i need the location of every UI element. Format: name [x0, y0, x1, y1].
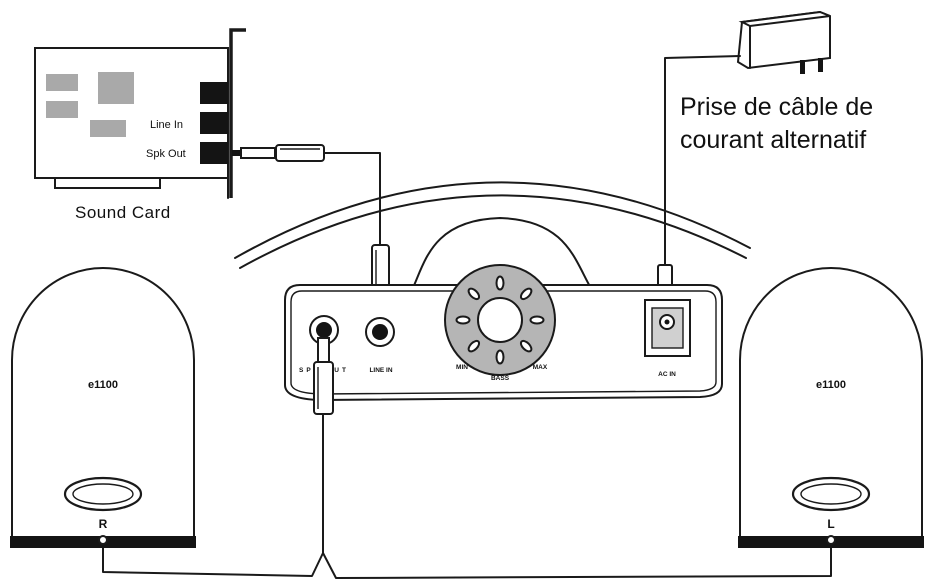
- bass-label: BASS: [491, 375, 510, 382]
- plug-body: [275, 144, 325, 162]
- plug-tip: [232, 150, 241, 156]
- speaker-handle-inner: [800, 483, 862, 505]
- chip: [90, 120, 126, 137]
- chip: [46, 101, 78, 118]
- line-in-label: Line In: [150, 119, 183, 131]
- knob-marker: [495, 349, 505, 365]
- arc-inner: [239, 194, 747, 269]
- base-unit: SPK OUT LINE IN MIN BASS MAX AC IN: [284, 216, 723, 402]
- knob-marker: [467, 287, 481, 301]
- plug-shaft: [240, 147, 276, 159]
- speaker-handle-inner: [72, 483, 134, 505]
- sound-card-jack-spk-out: [200, 142, 228, 164]
- knob-marker: [467, 339, 481, 353]
- ac-adapter-prong: [818, 58, 823, 72]
- chip: [46, 74, 78, 91]
- left-speaker: e1100 R: [10, 267, 196, 548]
- plug-shaft: [317, 337, 330, 363]
- speaker-body: [11, 267, 195, 541]
- speaker-connector: [826, 535, 836, 545]
- speaker-handle-outer: [63, 476, 143, 512]
- ac-adapter-prong: [800, 60, 805, 74]
- power-label-line1: Prise de câble de: [680, 93, 873, 121]
- ac-in-label: AC IN: [658, 371, 676, 378]
- ac-adapter-face: [738, 10, 831, 28]
- cable-to-right-speaker: [322, 543, 832, 579]
- ac-in-jack-pin: [664, 319, 670, 325]
- ac-adapter: Prise de câble de courant alternatif: [657, 10, 873, 305]
- min-label: MIN: [456, 364, 468, 371]
- base-line-in-label: LINE IN: [369, 367, 392, 374]
- spk-out-jack-inner: [316, 322, 332, 338]
- sound-card-jack-line-in: [200, 112, 228, 134]
- knob-marker: [455, 315, 471, 325]
- knob-marker: [529, 315, 545, 325]
- speaker-model: e1100: [816, 379, 846, 391]
- sound-card-jack: [200, 82, 228, 104]
- cable-to-left-speaker: [102, 543, 324, 577]
- speaker-cable: [102, 337, 832, 579]
- sound-card: Line In Spk Out Sound Card: [34, 28, 246, 222]
- arc-band: [234, 181, 751, 269]
- power-label-line2: courant alternatif: [680, 126, 866, 154]
- knob-marker: [519, 287, 533, 301]
- base-hump: [410, 216, 594, 291]
- speaker-handle-outer: [791, 476, 871, 512]
- base-body-inner: [290, 290, 717, 395]
- right-speaker: e1100 L: [738, 267, 924, 548]
- arc-outer: [234, 181, 751, 259]
- line-in-jack-inner: [372, 324, 388, 340]
- chip: [98, 72, 134, 104]
- sound-card-bracket: [229, 28, 246, 198]
- bass-knob: [444, 264, 556, 376]
- speaker-channel: R: [99, 517, 108, 531]
- speaker-body: [739, 267, 923, 541]
- power-cable: [664, 55, 741, 266]
- bass-knob-center: [477, 297, 523, 343]
- plug-body: [313, 361, 334, 415]
- speaker-channel: L: [827, 517, 834, 531]
- speaker-model: e1100: [88, 379, 118, 391]
- cable: [323, 152, 381, 246]
- sound-card-edge-connector: [54, 177, 161, 189]
- knob-marker: [519, 339, 533, 353]
- max-label: MAX: [533, 364, 548, 371]
- spk-out-label: Spk Out: [146, 148, 186, 160]
- sound-card-label: Sound Card: [75, 203, 171, 222]
- knob-marker: [495, 275, 505, 291]
- speaker-connector: [98, 535, 108, 545]
